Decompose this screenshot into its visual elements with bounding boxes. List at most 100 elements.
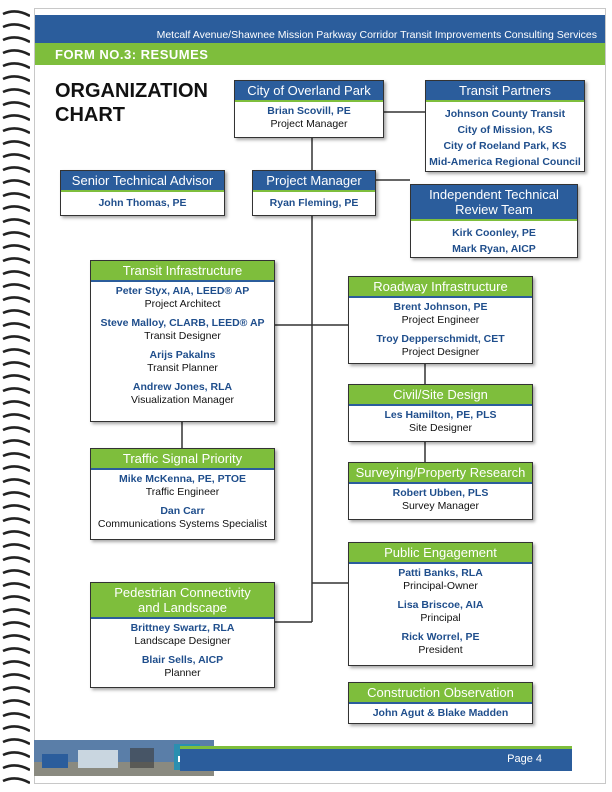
spiral-coil [2, 569, 30, 577]
spiral-coil [2, 660, 30, 668]
public-engagement-box: Public Engagement Patti Banks, RLA Princ… [348, 542, 533, 666]
team-member-role: Traffic Engineer [145, 486, 220, 498]
team-member-role: Planner [164, 667, 201, 679]
partner-item: Mid-America Regional Council [429, 156, 581, 168]
team-member-role: Principal-Owner [403, 580, 478, 592]
team-member-name: Steve Malloy, CLARB, LEED® AP [100, 317, 265, 329]
team-member-name: Peter Styx, AIA, LEED® AP [115, 285, 250, 297]
traffic-signal-priority-box: Traffic Signal Priority Mike McKenna, PE… [90, 448, 275, 540]
spiral-coil [2, 387, 30, 395]
spiral-coil [2, 426, 30, 434]
client-box-header: City of Overland Park [235, 81, 383, 102]
pedestrian-landscape-header: Pedestrian Connectivity and Landscape [91, 583, 274, 619]
client-contact-role: Project Manager [270, 118, 348, 130]
spiral-coil [2, 192, 30, 200]
project-title: Metcalf Avenue/Shawnee Mission Parkway C… [156, 29, 597, 41]
project-manager-header: Project Manager [253, 171, 375, 192]
team-member-name: Troy Depperschmidt, CET [376, 333, 505, 345]
pedestrian-landscape-box: Pedestrian Connectivity and Landscape Br… [90, 582, 275, 688]
team-member-name: Brent Johnson, PE [393, 301, 488, 313]
spiral-coil [2, 270, 30, 278]
spiral-coil [2, 738, 30, 746]
team-member-role: Project Designer [401, 346, 480, 358]
surveying-header: Surveying/Property Research [349, 463, 532, 484]
civil-site-design-box: Civil/Site Design Les Hamilton, PE, PLS … [348, 384, 533, 442]
spiral-coil [2, 556, 30, 564]
client-box: City of Overland Park Brian Scovill, PE … [234, 80, 384, 138]
spiral-coil [2, 257, 30, 265]
form-label: FORM NO.3: RESUMES [55, 47, 209, 62]
roadway-infrastructure-header: Roadway Infrastructure [349, 277, 532, 298]
spiral-coil [2, 504, 30, 512]
team-member-role: Landscape Designer [134, 635, 231, 647]
spiral-coil [2, 166, 30, 174]
project-title-band: Metcalf Avenue/Shawnee Mission Parkway C… [35, 15, 605, 43]
team-member-role: Transit Planner [147, 362, 218, 374]
team-member-role: President [418, 644, 463, 656]
spiral-coil [2, 10, 30, 18]
page-title: ORGANIZATION CHART [55, 80, 208, 126]
partner-item: Johnson County Transit [444, 108, 566, 120]
team-member-name: Rick Worrel, PE [401, 631, 480, 643]
spiral-coil [2, 725, 30, 733]
spiral-coil [2, 764, 30, 772]
page-number: Page 4 [507, 753, 542, 765]
team-member-name: John Agut & Blake Madden [372, 707, 509, 719]
spiral-coil [2, 309, 30, 317]
team-member-name: Andrew Jones, RLA [132, 381, 233, 393]
team-member-name: Les Hamilton, PE, PLS [384, 409, 497, 421]
traffic-signal-priority-header: Traffic Signal Priority [91, 449, 274, 470]
spiral-coil [2, 179, 30, 187]
spiral-coil [2, 374, 30, 382]
review-team-member: Mark Ryan, AICP [452, 243, 536, 255]
review-team-member: Kirk Coonley, PE [452, 227, 536, 239]
project-manager-name: Ryan Fleming, PE [269, 197, 359, 209]
spiral-coil [2, 205, 30, 213]
spiral-coil [2, 647, 30, 655]
transit-partners-box: Transit Partners Johnson County Transit … [425, 80, 585, 172]
team-member-name: Dan Carr [160, 505, 205, 517]
spiral-coil [2, 49, 30, 57]
spiral-coil [2, 244, 30, 252]
spiral-coil [2, 36, 30, 44]
spiral-coil [2, 608, 30, 616]
surveying-box: Surveying/Property Research Robert Ubben… [348, 462, 533, 520]
spiral-binding [2, 10, 30, 785]
spiral-coil [2, 153, 30, 161]
spiral-coil [2, 621, 30, 629]
spiral-coil [2, 751, 30, 759]
review-team-header: Independent Technical Review Team [411, 185, 577, 221]
spiral-coil [2, 361, 30, 369]
spiral-coil [2, 543, 30, 551]
spiral-coil [2, 322, 30, 330]
transit-infrastructure-box: Transit Infrastructure Peter Styx, AIA, … [90, 260, 275, 422]
senior-advisor-header: Senior Technical Advisor [61, 171, 224, 192]
partner-item: City of Roeland Park, KS [443, 140, 567, 152]
spiral-coil [2, 699, 30, 707]
spiral-coil [2, 283, 30, 291]
spiral-coil [2, 777, 30, 785]
team-member-name: Patti Banks, RLA [398, 567, 483, 579]
spiral-coil [2, 114, 30, 122]
team-member-role: Communications Systems Specialist [97, 518, 268, 530]
spiral-coil [2, 452, 30, 460]
team-member-name: Brittney Swartz, RLA [130, 622, 235, 634]
spiral-coil [2, 517, 30, 525]
team-member-role: Project Architect [144, 298, 221, 310]
spiral-coil [2, 231, 30, 239]
spiral-coil [2, 335, 30, 343]
public-engagement-header: Public Engagement [349, 543, 532, 564]
spiral-coil [2, 530, 30, 538]
spiral-coil [2, 439, 30, 447]
client-contact-name: Brian Scovill, PE [267, 105, 351, 117]
team-member-name: Arijs Pakalns [149, 349, 216, 361]
team-member-role: Project Engineer [401, 314, 480, 326]
construction-observation-box: Construction Observation John Agut & Bla… [348, 682, 533, 724]
spiral-coil [2, 62, 30, 70]
team-member-name: Blair Sells, AICP [141, 654, 224, 666]
spiral-coil [2, 296, 30, 304]
team-member-role: Transit Designer [144, 330, 221, 342]
spiral-coil [2, 413, 30, 421]
spiral-coil [2, 127, 30, 135]
spiral-coil [2, 712, 30, 720]
